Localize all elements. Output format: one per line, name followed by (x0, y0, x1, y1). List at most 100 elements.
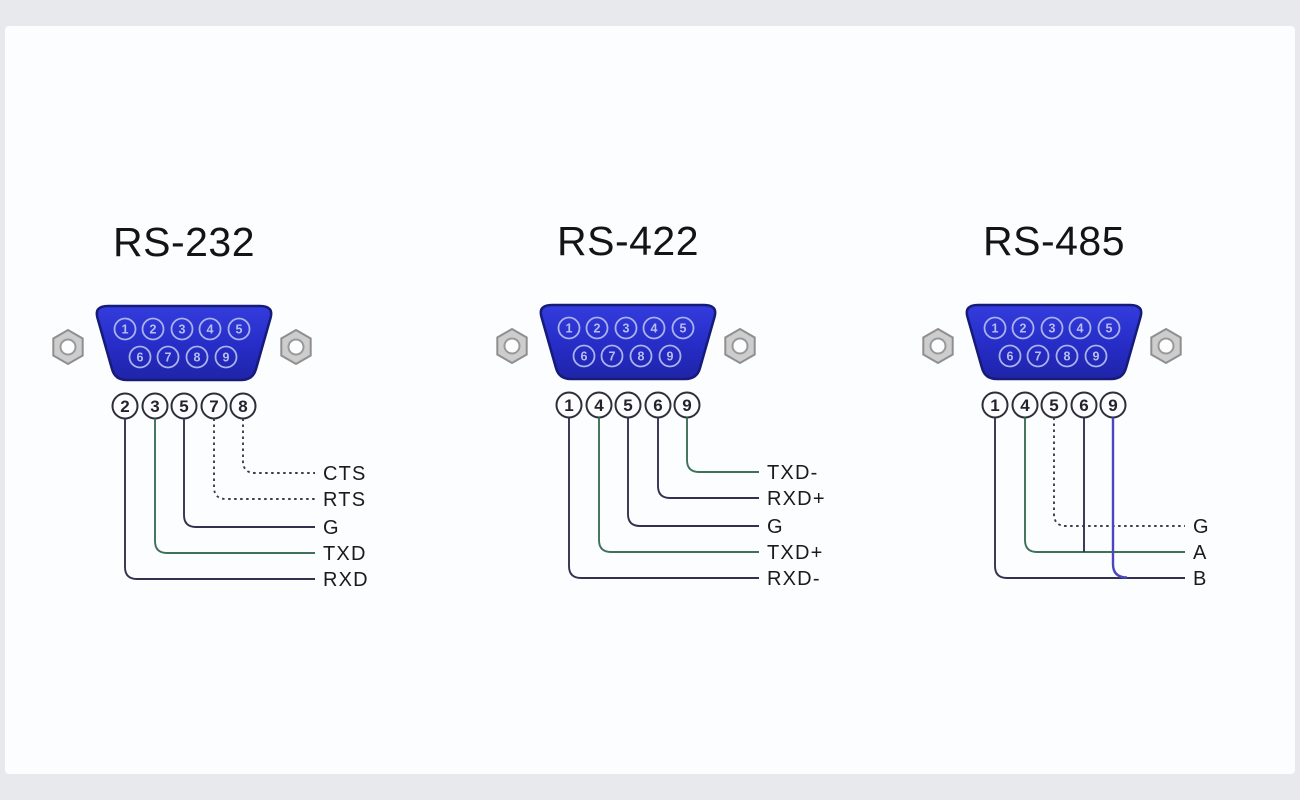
pin-circle (1055, 344, 1079, 368)
connector-title: RS-422 (557, 218, 699, 264)
breakout-pin-number: 8 (238, 397, 247, 416)
pin-number: 8 (638, 350, 645, 364)
pin-circle (600, 344, 624, 368)
nut-hole (1157, 337, 1175, 355)
wire-rxd-plus (657, 417, 759, 499)
pin-circle (185, 345, 209, 369)
pin-number: 4 (1077, 322, 1084, 336)
pin-circle (998, 344, 1022, 368)
pin-circle (156, 345, 180, 369)
signal-label: G (1193, 516, 1210, 538)
breakout-pin-number: 2 (120, 397, 129, 416)
pin-circle (658, 344, 682, 368)
pin-number: 5 (236, 323, 243, 337)
breakout-pin-number: 5 (1049, 396, 1058, 415)
breakout-pin-number: 6 (1079, 396, 1088, 415)
pin-number: 5 (1106, 322, 1113, 336)
mounting-nut-icon (496, 327, 528, 365)
signal-label: G (767, 516, 784, 538)
mounting-nut-icon (1150, 327, 1182, 365)
mounting-nut-icon (52, 328, 84, 366)
pin-number: 2 (150, 323, 157, 337)
pin-circle (113, 317, 137, 341)
pin-number: 9 (223, 351, 230, 365)
breakout-pin-number: 7 (209, 397, 218, 416)
wire-g (183, 418, 315, 528)
pin-circle (141, 317, 165, 341)
connector-title: RS-485 (983, 218, 1125, 264)
pin-number: 5 (680, 322, 687, 336)
dsub-connector-body (95, 304, 273, 382)
pin-number: 8 (194, 351, 201, 365)
pin-circle (1040, 316, 1064, 340)
pin-circle (983, 316, 1007, 340)
pin-number: 6 (137, 351, 144, 365)
pin-circle (1026, 344, 1050, 368)
mounting-nut-icon (280, 328, 312, 366)
connector-title: RS-232 (113, 219, 255, 265)
signal-label: RXD+ (767, 488, 826, 510)
nut-hole (287, 338, 305, 356)
wire-b (994, 417, 1185, 579)
wire-g (627, 417, 759, 527)
pin-circle (671, 316, 695, 340)
dsub-connector-body (965, 303, 1143, 381)
signal-label: TXD- (767, 462, 818, 484)
pin-number: 4 (207, 323, 214, 337)
pin-number: 3 (179, 323, 186, 337)
pin-circle (1011, 316, 1035, 340)
pin-number: 9 (1093, 350, 1100, 364)
breakout-pin-number: 4 (594, 396, 604, 415)
signal-label: G (323, 517, 340, 539)
pin-number: 1 (122, 323, 129, 337)
wire-cts (242, 418, 315, 474)
pin-number: 6 (1007, 350, 1014, 364)
wire-txd-minus (686, 417, 759, 473)
breakout-pin-number: 1 (990, 396, 999, 415)
pin-circle (198, 317, 222, 341)
pin-number: 4 (651, 322, 658, 336)
pinout-group-rs485: RS-485 1 2 3 4 5 6 7 8 9 1 4 5 (922, 218, 1210, 590)
pin-number: 7 (1035, 350, 1042, 364)
signal-label: RTS (323, 489, 366, 511)
signal-label: CTS (323, 463, 367, 485)
wire-a (1024, 417, 1185, 553)
wire-g (1053, 417, 1185, 527)
nut-hole (929, 337, 947, 355)
pin-number: 3 (1049, 322, 1056, 336)
pin-number: 9 (667, 350, 674, 364)
pin-number: 1 (566, 322, 573, 336)
signal-label: TXD+ (767, 542, 823, 564)
pin-circle (614, 316, 638, 340)
breakout-pin-number: 9 (1108, 396, 1117, 415)
wire-b-branch-pin9 (1111, 417, 1128, 579)
pinout-group-rs232: RS-232 1 2 3 4 5 6 7 8 9 2 3 (52, 219, 368, 591)
dsub-connector-body (539, 303, 717, 381)
pin-number: 7 (165, 351, 172, 365)
pin-circle (585, 316, 609, 340)
mounting-nut-icon (922, 327, 954, 365)
pin-circle (629, 344, 653, 368)
breakout-pin-number: 6 (653, 396, 662, 415)
signal-label: B (1193, 568, 1208, 590)
breakout-pin-number: 5 (623, 396, 632, 415)
pin-number: 2 (594, 322, 601, 336)
wire-txd (154, 418, 315, 554)
breakout-pin-number: 4 (1020, 396, 1030, 415)
pin-circle (572, 344, 596, 368)
signal-label: RXD- (767, 568, 821, 590)
nut-hole (503, 337, 521, 355)
breakout-pin-number: 3 (150, 397, 159, 416)
pin-circle (1097, 316, 1121, 340)
pin-number: 6 (581, 350, 588, 364)
pin-circle (170, 317, 194, 341)
breakout-pin-number: 9 (682, 396, 691, 415)
pin-number: 3 (623, 322, 630, 336)
breakout-pin-number: 5 (179, 397, 188, 416)
pin-circle (1084, 344, 1108, 368)
pin-number: 8 (1064, 350, 1071, 364)
pin-circle (1068, 316, 1092, 340)
nut-hole (59, 338, 77, 356)
breakout-pin-number: 1 (564, 396, 573, 415)
